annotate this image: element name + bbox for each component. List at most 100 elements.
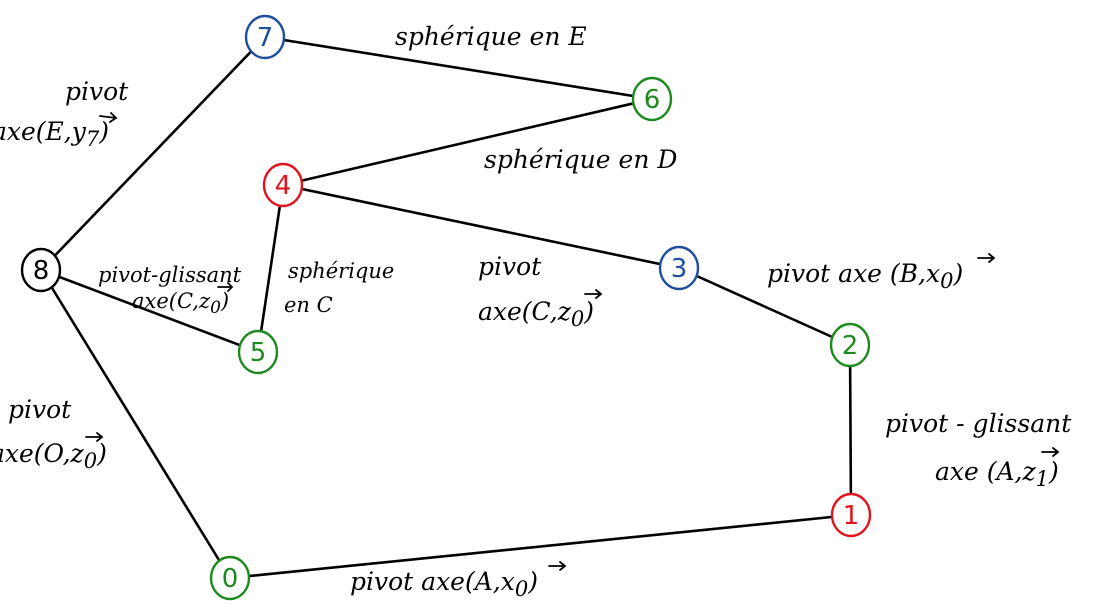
label-2-1-sub: 1: [1036, 467, 1049, 491]
label-0-1-vec: x: [501, 567, 515, 596]
label-4-3: pivot axe(C,z0): [478, 252, 603, 331]
label-8-0-vec: z: [70, 439, 85, 468]
node-6: 6: [631, 76, 673, 122]
label-3-2: pivot axe (B,x0): [767, 253, 996, 293]
vector-arrow-z1: [1041, 447, 1060, 457]
label-3-2-prefix: pivot axe (B,: [767, 259, 926, 288]
label-3-2-sub: 0: [940, 269, 953, 293]
label-0-1-line: pivot axe(A,x0): [350, 567, 538, 601]
label-8-0-prefix: axe(O,: [0, 439, 71, 468]
node-6-circle: [631, 76, 673, 122]
node-5: 5: [237, 329, 279, 375]
edge-8-7: [39, 35, 267, 272]
node-0-circle: [209, 555, 251, 601]
label-8-0-suffix: ): [96, 439, 107, 468]
node-5-label: 5: [250, 338, 267, 368]
label-0-1: pivot axe(A,x0): [350, 561, 567, 601]
vector-arrow-z0-c: [584, 289, 603, 299]
label-0-1-suffix: ): [527, 567, 538, 596]
node-0: 0: [209, 555, 251, 601]
label-4-3-line1: pivot: [478, 252, 542, 281]
node-4-label: 4: [275, 171, 292, 201]
label-2-1-vec: z: [1022, 457, 1037, 486]
label-4-5-line1: sphérique: [288, 259, 394, 283]
node-8: 8: [20, 247, 62, 293]
edge-2-1: [848, 343, 853, 517]
edge-3-2: [677, 266, 852, 347]
edge-6-4: [281, 97, 654, 187]
label-8-5-line1: pivot-glissant: [98, 263, 242, 287]
label-8-7-sub: 7: [86, 127, 100, 151]
node-0-label: 0: [222, 564, 239, 594]
label-8-7: pivot axe(E,y7): [0, 77, 129, 151]
edge-labels: sphérique en E sphérique en D pivot axe(…: [0, 22, 1072, 601]
label-8-0-line1: pivot: [8, 395, 72, 424]
node-6-label: 6: [644, 85, 661, 115]
edge-4-3: [281, 183, 681, 270]
node-3: 3: [658, 245, 700, 291]
node-1-circle: [830, 492, 872, 538]
label-4-3-line2: axe(C,z0): [478, 297, 594, 331]
node-7-label: 7: [257, 23, 274, 53]
label-8-7-line1: pivot: [65, 77, 129, 106]
node-8-circle: [20, 247, 62, 293]
label-2-1-line2: axe (A,z1): [935, 457, 1059, 491]
label-2-1-suffix: ): [1048, 457, 1059, 486]
label-4-5: sphérique en C: [284, 259, 394, 317]
edge-7-6: [263, 35, 654, 101]
nodes-layer: 0 1 2 3 4 5 6 7 8: [20, 14, 872, 601]
node-8-label: 8: [33, 256, 50, 286]
node-2-circle: [829, 322, 871, 368]
label-3-2-vec: x: [926, 259, 940, 288]
label-7-6: sphérique en E: [395, 22, 587, 51]
label-8-0-line2: axe(O,z0): [0, 439, 107, 473]
label-8-0-sub: 0: [84, 449, 97, 473]
label-8-5-prefix: axe(C,: [132, 289, 199, 313]
label-8-5-suffix: ): [220, 289, 229, 313]
label-8-0: pivot axe(O,z0): [0, 395, 107, 473]
vector-arrow-x0-a: [548, 561, 567, 571]
node-5-circle: [237, 329, 279, 375]
label-8-7-vec: y: [71, 117, 87, 146]
label-2-1-line1: pivot - glissant: [885, 409, 1072, 438]
label-3-2-suffix: ): [952, 259, 963, 288]
label-6-4: sphérique en D: [484, 145, 677, 174]
label-8-5-line2: axe(C,z0): [132, 289, 229, 318]
node-1: 1: [830, 492, 872, 538]
edges-layer: [39, 35, 853, 580]
label-4-3-prefix: axe(C,: [478, 297, 558, 326]
label-3-2-line: pivot axe (B,x0): [767, 259, 963, 293]
node-3-label: 3: [671, 254, 688, 284]
label-2-1: pivot - glissant axe (A,z1): [885, 409, 1072, 491]
label-4-3-sub: 0: [571, 307, 584, 331]
vector-arrow-x0-b: [977, 253, 996, 263]
label-0-1-sub: 0: [515, 577, 528, 601]
vector-arrow-z0-o: [85, 432, 104, 442]
label-8-7-prefix: axe(E,: [0, 117, 72, 146]
edge-0-1: [228, 513, 853, 580]
node-4-circle: [262, 162, 304, 208]
label-4-3-vec: z: [557, 297, 572, 326]
vector-arrow-z0-c2: [217, 282, 234, 292]
edge-4-5: [256, 183, 285, 354]
label-4-5-line2: en C: [284, 293, 333, 317]
edge-8-5: [39, 268, 260, 354]
node-1-label: 1: [843, 501, 860, 531]
node-2-label: 2: [842, 331, 859, 361]
label-8-5-sub: 0: [210, 298, 221, 318]
node-2: 2: [829, 322, 871, 368]
node-7-circle: [244, 14, 286, 60]
label-0-1-prefix: pivot axe(A,: [350, 567, 501, 596]
node-4: 4: [262, 162, 304, 208]
vector-arrow-y7: [99, 112, 118, 123]
edge-8-0: [39, 268, 232, 580]
label-8-7-line2: axe(E,y7): [0, 117, 109, 151]
label-4-3-suffix: ): [583, 297, 594, 326]
label-8-7-suffix: ): [98, 117, 109, 146]
label-8-5-vec: z: [198, 289, 211, 313]
node-7: 7: [244, 14, 286, 60]
node-3-circle: [658, 245, 700, 291]
label-2-1-prefix: axe (A,: [935, 457, 1023, 486]
label-8-5: pivot-glissant axe(C,z0): [98, 263, 242, 318]
